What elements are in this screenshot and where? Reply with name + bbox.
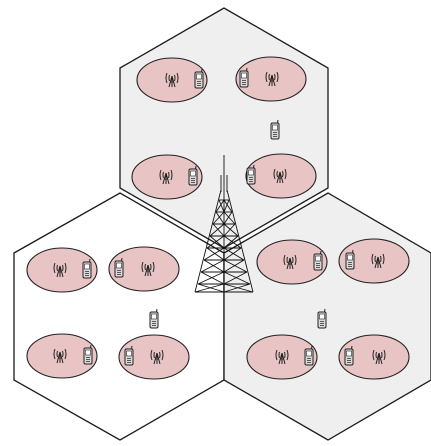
mobile-phone-icon — [270, 119, 280, 140]
mobile-phone-icon — [82, 258, 92, 279]
small-cell-right-2 — [338, 238, 410, 284]
mobile-phone-icon — [188, 165, 198, 186]
small-cell-left-4 — [118, 334, 190, 380]
small-cell-top-1 — [136, 57, 208, 103]
mobile-phone-icon — [239, 67, 249, 88]
mobile-phone-icon — [124, 345, 134, 366]
small-cell-right-3 — [246, 334, 318, 380]
mobile-phone-icon — [317, 308, 327, 329]
mobile-phone-icon — [83, 344, 93, 365]
mobile-phone-icon — [345, 249, 355, 270]
mobile-phone-icon — [114, 257, 124, 278]
mobile-phone-icon — [344, 345, 354, 366]
mobile-phone-icon — [194, 68, 204, 89]
small-cell-right-1 — [256, 239, 328, 285]
mobile-phone-icon — [149, 308, 159, 329]
small-cell-right-4 — [338, 334, 410, 380]
small-cell-left-2 — [108, 246, 180, 292]
small-cell-left-3 — [26, 333, 98, 379]
mobile-phone-icon — [246, 164, 256, 185]
macro-tower-icon — [194, 155, 254, 293]
mobile-phone-icon — [304, 345, 314, 366]
small-cell-left-1 — [26, 247, 98, 293]
mobile-phone-icon — [313, 250, 323, 271]
small-cell-top-3 — [131, 154, 203, 200]
small-cell-top-4 — [245, 153, 317, 199]
small-cell-top-2 — [235, 56, 307, 102]
